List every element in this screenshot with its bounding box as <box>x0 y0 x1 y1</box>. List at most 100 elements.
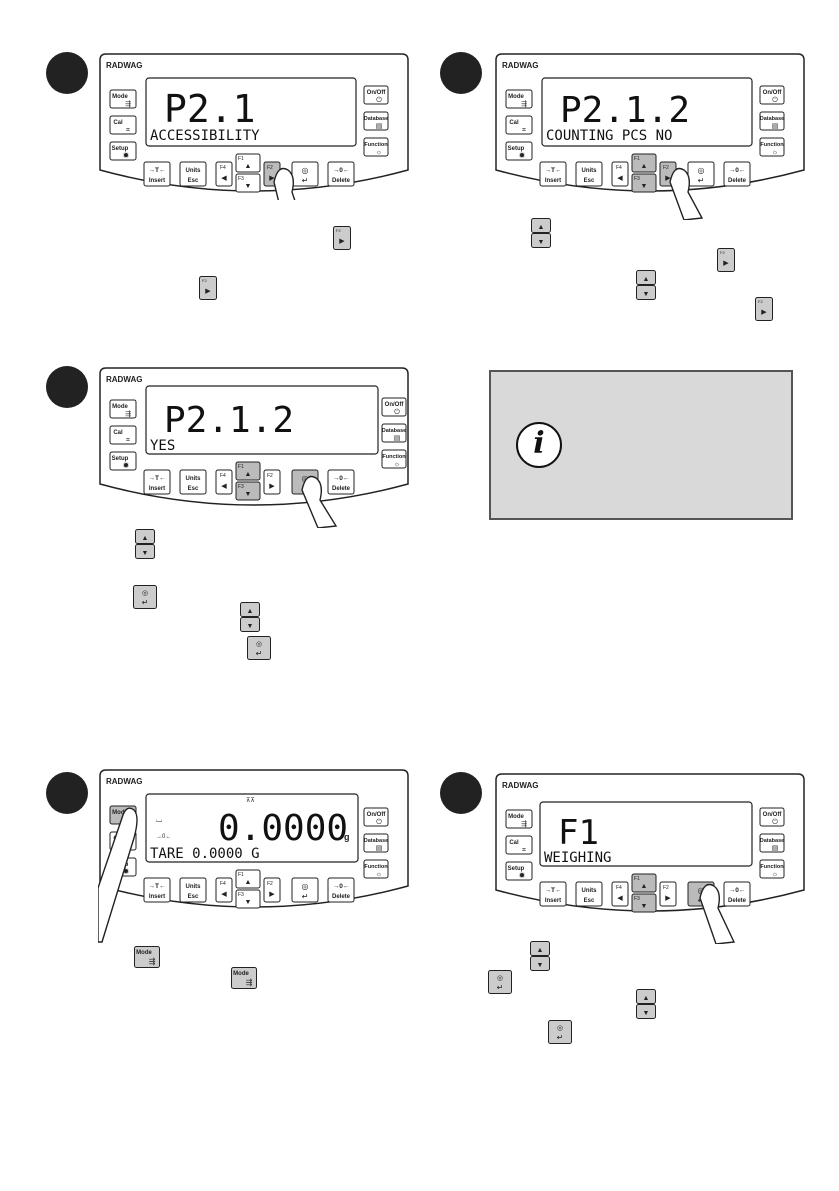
enter-button[interactable]: ◎↵ <box>291 877 319 903</box>
f3-down-button[interactable]: F3▼ <box>631 893 657 913</box>
setup-button[interactable]: Setup✹ <box>505 861 533 881</box>
f4-left-button[interactable]: F4 ◀ <box>611 881 629 907</box>
f1-up-button[interactable]: F1▲ <box>631 153 657 173</box>
step-marker-1 <box>46 52 88 94</box>
f4-left-button[interactable]: F4◀ <box>215 161 233 187</box>
unit-label: g <box>344 832 350 842</box>
database-button[interactable]: Database▤ <box>363 111 389 131</box>
f4-left-button[interactable]: F4◀ <box>215 877 233 903</box>
svg-text:F4: F4 <box>616 885 622 891</box>
database-button[interactable]: Database▤ <box>363 833 389 853</box>
inline-up-down-keys: ▲▼ <box>240 602 260 632</box>
tare-insert-button[interactable]: →T←Insert <box>539 161 567 187</box>
onoff-button[interactable]: On/Off⏻ <box>759 807 785 827</box>
onoff-button[interactable]: On/Off⏻ <box>363 807 389 827</box>
f4-left-button[interactable]: F4◀ <box>215 469 233 495</box>
mode-button[interactable]: Mode⇶ <box>109 399 137 419</box>
cal-button[interactable]: Cal⌗ <box>505 115 533 135</box>
f1-up-button[interactable]: F1▲ <box>235 869 261 889</box>
f3-down-button[interactable]: F3▼ <box>235 173 261 193</box>
zero-delete-button[interactable]: →0←Delete <box>327 161 355 187</box>
arrow-up-icon: ▲ <box>245 879 252 886</box>
f2-right-button[interactable]: F2▶ <box>659 881 677 907</box>
tare-insert-button[interactable]: →T←Insert <box>143 877 171 903</box>
lcd-main-readout: P2.1 <box>164 87 256 131</box>
svg-text:↵: ↵ <box>142 598 149 607</box>
cal-icon: ⌗ <box>522 127 526 134</box>
print-icon: ◎ <box>302 882 309 891</box>
balance-panel-2: RADWAG P2.1.2 COUNTING PCS NO Mode⇶ Cal⌗… <box>494 52 806 220</box>
arrow-down-icon: ▼ <box>245 899 252 906</box>
f1-up-button[interactable]: F1▲ <box>235 153 261 173</box>
setup-button[interactable]: Setup✹ <box>505 141 533 161</box>
onoff-button[interactable]: On/Off⏻ <box>363 85 389 105</box>
svg-text:Units: Units <box>582 168 598 174</box>
database-button[interactable]: Database▤ <box>759 833 785 853</box>
function-button[interactable]: Function☼ <box>759 137 785 157</box>
cal-button[interactable]: Cal⌗ <box>505 835 533 855</box>
f2-right-button[interactable]: F2▶ <box>263 877 281 903</box>
mode-button[interactable]: Mode⇶ <box>505 809 533 829</box>
f1-up-button[interactable]: F1▲ <box>235 461 261 481</box>
mode-button[interactable]: Mode⇶ <box>505 89 533 109</box>
database-button[interactable]: Database▤ <box>381 423 407 443</box>
onoff-button[interactable]: On/Off⏻ <box>759 85 785 105</box>
arrow-left-icon: ◀ <box>617 895 623 902</box>
lcd-display <box>145 793 359 863</box>
svg-text:▲: ▲ <box>538 224 545 231</box>
enter-button[interactable]: ◎↵ <box>687 161 715 187</box>
inline-enter-key: ◎↵ <box>548 1020 572 1050</box>
arrow-left-icon: ◀ <box>221 891 227 898</box>
svg-text:Esc: Esc <box>584 898 595 904</box>
mode-button[interactable]: Mode⇶ <box>109 89 137 109</box>
function-button[interactable]: Function☼ <box>363 137 389 157</box>
svg-text:Insert: Insert <box>149 894 165 900</box>
svg-text:→0←: →0← <box>729 167 746 174</box>
svg-text:Units: Units <box>186 476 202 482</box>
svg-text:Setup: Setup <box>112 456 129 462</box>
f1-up-button[interactable]: F1▲ <box>631 873 657 893</box>
zero-delete-button[interactable]: →0←Delete <box>723 881 751 907</box>
tare-insert-button[interactable]: →T←Insert <box>539 881 567 907</box>
lcd-sub-readout: WEIGHING <box>544 850 611 866</box>
svg-text:F1: F1 <box>634 156 640 162</box>
f4-left-button[interactable]: F4◀ <box>611 161 629 187</box>
tare-insert-button[interactable]: →T←Insert <box>143 469 171 495</box>
power-icon: ⏻ <box>394 408 400 416</box>
f2-right-button[interactable]: F2▶ <box>263 469 281 495</box>
function-button[interactable]: Function☼ <box>381 449 407 469</box>
brand-logo: RADWAG <box>502 781 538 790</box>
svg-text:→T←: →T← <box>149 167 166 174</box>
function-button[interactable]: Function☼ <box>759 859 785 879</box>
svg-text:F2: F2 <box>202 278 207 283</box>
lcd-sub-readout: YES <box>150 438 175 454</box>
zero-delete-button[interactable]: →0←Delete <box>723 161 751 187</box>
zero-delete-button[interactable]: →0←Delete <box>327 469 355 495</box>
arrow-right-icon: ▶ <box>269 175 275 182</box>
database-button[interactable]: Database▤ <box>759 111 785 131</box>
setup-button[interactable]: Setup✹ <box>109 451 137 471</box>
svg-text:Setup: Setup <box>508 866 525 872</box>
tare-insert-button[interactable]: →T←Insert <box>143 161 171 187</box>
svg-text:▲: ▲ <box>537 947 544 954</box>
cal-button[interactable]: Cal⌗ <box>109 425 137 445</box>
enter-button[interactable]: ◎↵ <box>291 161 319 187</box>
f3-down-button[interactable]: F3▼ <box>235 481 261 501</box>
function-button[interactable]: Function☼ <box>363 859 389 879</box>
cal-button[interactable]: Cal⌗ <box>109 115 137 135</box>
zero-delete-button[interactable]: →0←Delete <box>327 877 355 903</box>
inline-enter-key: ◎↵ <box>488 970 512 1000</box>
svg-text:Units: Units <box>582 888 598 894</box>
lcd-display <box>539 801 753 867</box>
f3-down-button[interactable]: F3▼ <box>235 889 261 909</box>
onoff-button[interactable]: On/Off⏻ <box>381 397 407 417</box>
svg-text:F2: F2 <box>758 299 763 304</box>
f3-down-button[interactable]: F3▼ <box>631 173 657 193</box>
svg-text:◎: ◎ <box>497 975 503 982</box>
setup-button[interactable]: Setup✹ <box>109 141 137 161</box>
